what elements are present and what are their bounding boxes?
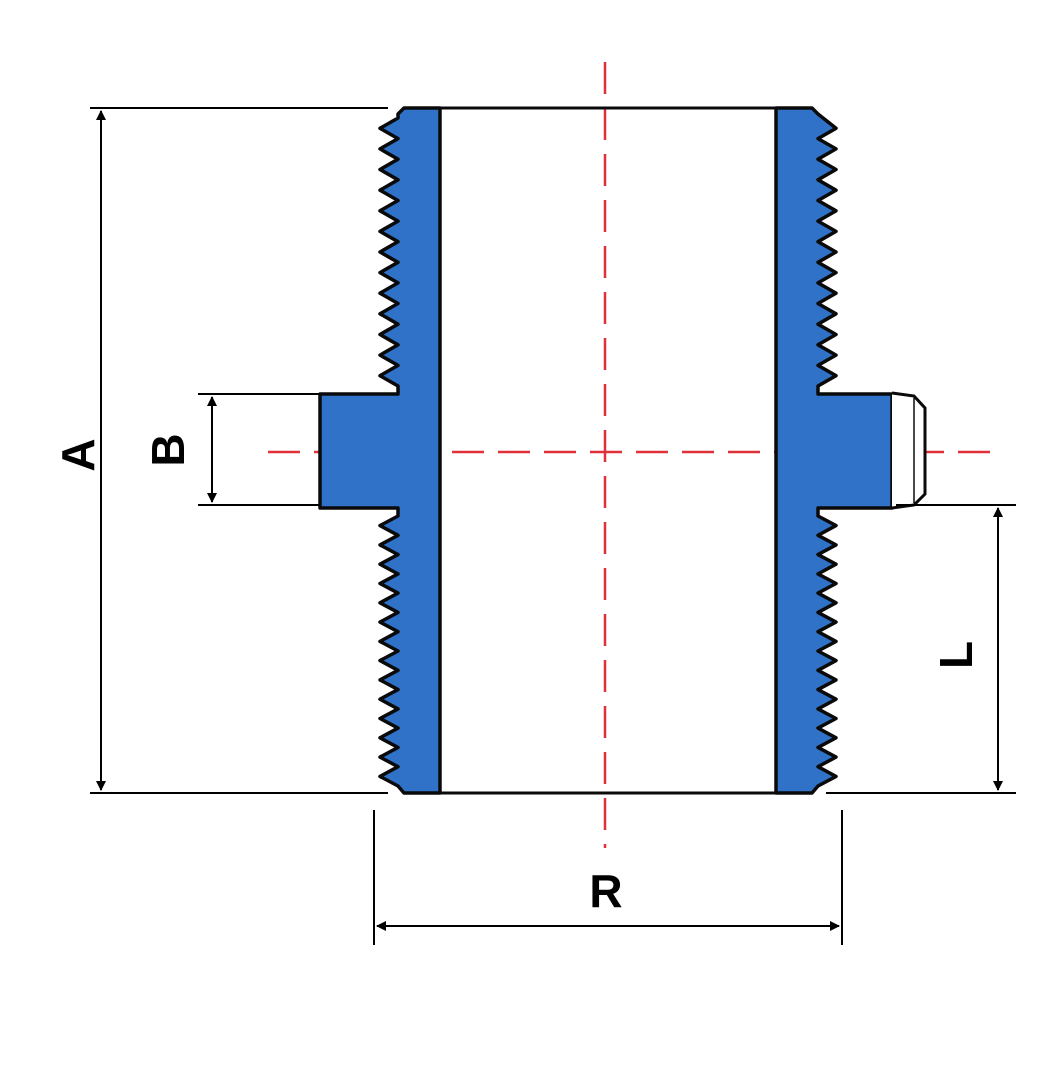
dim-b-label: B bbox=[142, 433, 194, 466]
dim-l-label: L bbox=[930, 641, 982, 669]
hex-chamfer bbox=[891, 391, 927, 510]
right-wall-section bbox=[774, 106, 894, 795]
dim-r-label: R bbox=[589, 865, 622, 917]
left-wall-section bbox=[318, 106, 442, 795]
dim-a-label: A bbox=[52, 438, 104, 471]
